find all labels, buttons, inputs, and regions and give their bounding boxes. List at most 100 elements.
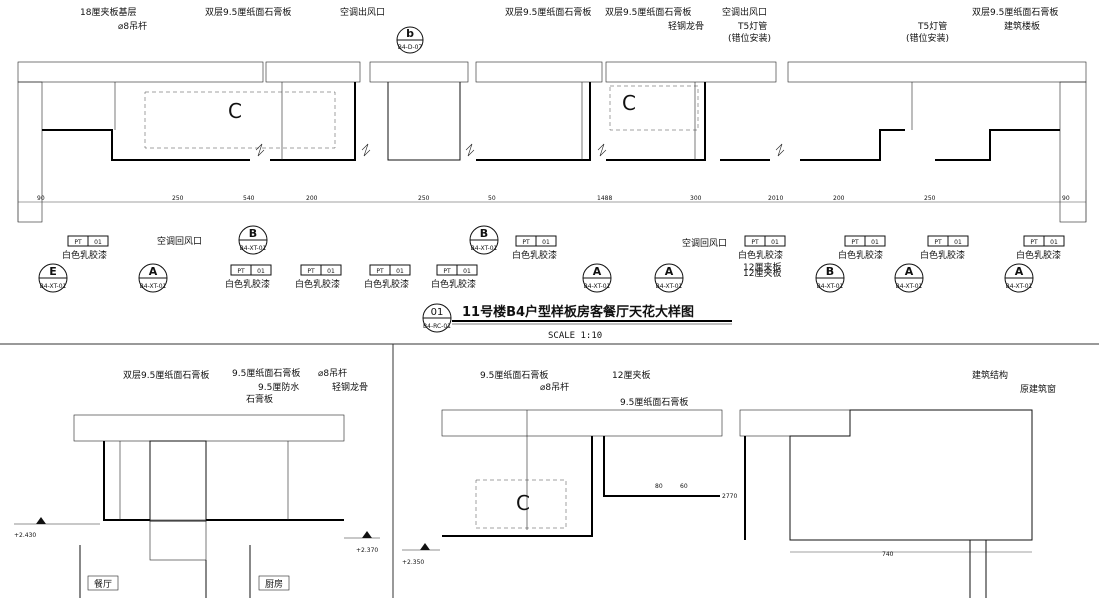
svg-text:01: 01 — [542, 239, 550, 246]
svg-text:PT: PT — [74, 239, 82, 246]
svg-text:B: B — [480, 227, 488, 240]
svg-text:01: 01 — [257, 268, 265, 275]
callout-A[interactable]: AB4-XT-01 — [582, 263, 612, 293]
label-white-paint: 白色乳胶漆 — [225, 278, 270, 290]
label-double-gypsum: 双层9.5厘纸面石膏板 — [505, 6, 591, 18]
svg-text:01: 01 — [1050, 239, 1058, 246]
light-cove — [609, 85, 699, 131]
room-label: 餐厅 — [94, 578, 112, 590]
lamp-symbol: C — [228, 99, 242, 123]
callout-B[interactable]: BB4-XT-01 — [238, 225, 268, 255]
label-building-structure: 建筑结构 — [972, 369, 1008, 381]
callout-A[interactable]: AB4-XT-01 — [1004, 263, 1034, 293]
slab-hatch — [369, 61, 469, 83]
label-plywood: 12厘夹板 — [743, 267, 781, 279]
label-double-gypsum: 双层9.5厘纸面石膏板 — [605, 6, 691, 18]
drawing-title: 11号楼B4户型样板房客餐厅天花大样图 — [462, 304, 694, 320]
dim-text: 60 — [680, 483, 688, 490]
level-mark: +2.370 — [356, 547, 378, 554]
svg-text:B: B — [826, 265, 834, 278]
wall-hatch — [17, 81, 43, 223]
label-double-gypsum: 双层9.5厘纸面石膏板 — [123, 369, 209, 381]
pt-tag: PT 01 白色乳胶漆 — [225, 264, 272, 290]
label-steel-keel: 轻钢龙骨 — [668, 20, 704, 32]
lower-left-labels: 双层9.5厘纸面石膏板 9.5厘纸面石膏板 9.5厘防水 石膏板 ⌀8吊杆 轻钢… — [123, 367, 368, 405]
svg-text:PT: PT — [1030, 239, 1038, 246]
svg-text:01: 01 — [771, 239, 779, 246]
label-hanger-rod: ⌀8吊杆 — [540, 381, 569, 393]
label-plywood-base: 18厘夹板基层 — [80, 6, 136, 18]
lower-right-detail: C 740 2770 80 60 +2.350 — [402, 409, 1033, 598]
callout-letter: b — [406, 27, 414, 40]
label-staggered: (错位安装) — [728, 32, 771, 44]
svg-text:A: A — [1015, 265, 1024, 278]
wall-hatch — [1059, 81, 1087, 223]
label-air-outlet: 空调出风口 — [340, 6, 385, 18]
label-staggered: (错位安装) — [906, 32, 949, 44]
svg-text:PT: PT — [522, 239, 530, 246]
dim-text: 200 — [833, 195, 845, 202]
svg-text:B4-XT-01: B4-XT-01 — [817, 283, 844, 290]
dimension-numbers: 90 250 540 200 250 50 1488 300 2010 200 … — [37, 195, 1070, 202]
top-labels: 18厘夹板基层 ⌀8吊杆 双层9.5厘纸面石膏板 空调出风口 双层9.5厘纸面石… — [80, 6, 1058, 279]
lamp-symbol: C — [622, 91, 636, 115]
label-hanger-rod: ⌀8吊杆 — [318, 367, 347, 379]
svg-text:01: 01 — [327, 268, 335, 275]
label-t5-lamp: T5灯管 — [737, 20, 767, 32]
label-waterproof: 9.5厘防水 — [258, 381, 299, 393]
dim-text: 1488 — [597, 195, 612, 202]
callout-E[interactable]: E B4-XT-01 — [38, 263, 68, 293]
pt-tag: PT 01 白色乳胶漆 — [512, 235, 557, 261]
dim-text: 50 — [488, 195, 496, 202]
label-white-paint: 白色乳胶漆 — [738, 249, 783, 261]
svg-text:PT: PT — [376, 268, 384, 275]
dim-text: 90 — [37, 195, 45, 202]
air-outlet-block — [387, 82, 461, 161]
lower-right-labels: 9.5厘纸面石膏板 ⌀8吊杆 12厘夹板 9.5厘纸面石膏板 建筑结构 原建筑窗 — [480, 369, 1056, 408]
dim-text: 250 — [924, 195, 936, 202]
dim-text: 2010 — [768, 195, 783, 202]
slab-hatch — [605, 61, 777, 83]
top-section: C C — [17, 61, 1087, 223]
dim-text: 2770 — [722, 493, 737, 500]
svg-text:B4-XT-01: B4-XT-01 — [140, 283, 167, 290]
label-air-outlet: 空调出风口 — [722, 6, 767, 18]
svg-text:B4-XT-01: B4-XT-01 — [896, 283, 923, 290]
drawing-title-block: 01 B4-RC-01 11号楼B4户型样板房客餐厅天花大样图 SCALE 1:… — [422, 303, 732, 341]
callout-A[interactable]: AB4-XT-01 — [654, 263, 684, 293]
callout-B[interactable]: B B4-XT-01 — [815, 263, 845, 293]
callout-B[interactable]: BB4-XT-01 — [469, 225, 499, 255]
dim-text: 250 — [172, 195, 184, 202]
callout-A[interactable]: AB4-XT-01 — [894, 263, 924, 293]
svg-text:E: E — [49, 265, 57, 278]
svg-text:PT: PT — [237, 268, 245, 275]
svg-text:01: 01 — [94, 239, 102, 246]
label-white-paint: 白色乳胶漆 — [295, 278, 340, 290]
detail-sheet: B4-RC-01 — [423, 323, 451, 330]
label-white-paint: 白色乳胶漆 — [512, 249, 557, 261]
ceiling-board-line — [270, 82, 356, 161]
label-plywood: 12厘夹板 — [612, 369, 650, 381]
ceiling-board-line — [42, 129, 250, 161]
ceiling-board-line — [606, 82, 706, 161]
dim-text: 250 — [418, 195, 430, 202]
label-white-paint: 白色乳胶漆 — [431, 278, 476, 290]
callout-sheet: B4-D-07 — [398, 44, 423, 51]
dim-text: 300 — [690, 195, 702, 202]
ceiling-board-line — [800, 129, 905, 161]
callout-A[interactable]: AB4-XT-01 — [138, 263, 168, 293]
label-gypsum: 9.5厘纸面石膏板 — [232, 367, 300, 379]
detail-number: 01 — [431, 307, 444, 318]
svg-text:B4-XT-01: B4-XT-01 — [40, 283, 67, 290]
drawing-scale: SCALE 1:10 — [548, 331, 602, 341]
label-double-gypsum: 双层9.5厘纸面石膏板 — [205, 6, 291, 18]
label-white-paint: 白色乳胶漆 — [364, 278, 409, 290]
label-t5-lamp: T5灯管 — [917, 20, 947, 32]
callout-b[interactable]: b B4-D-07 — [396, 26, 424, 54]
